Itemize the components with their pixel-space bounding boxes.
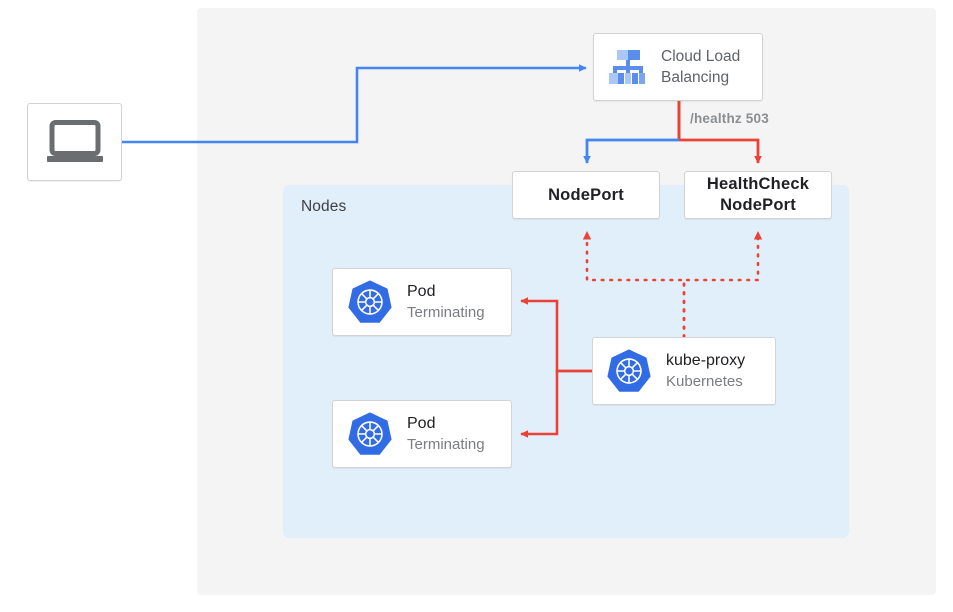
kubernetes-icon <box>347 411 393 457</box>
pod-status: Terminating <box>407 435 485 453</box>
nodeport-label: NodePort <box>548 185 624 204</box>
client-node <box>27 103 122 181</box>
pod-title: Pod <box>407 414 436 432</box>
cloud-load-balancing-node: Cloud Load Balancing <box>593 33 763 101</box>
healthcheck-nodeport-node: HealthCheck NodePort <box>684 171 832 219</box>
healthz-edge-label: /healthz 503 <box>690 111 769 126</box>
healthcheck-nodeport-label: HealthCheck NodePort <box>706 175 810 214</box>
kube-proxy-node: kube-proxy Kubernetes <box>592 337 776 405</box>
nodeport-node: NodePort <box>512 171 660 219</box>
cloud-load-balancing-label: Cloud Load Balancing <box>661 48 741 86</box>
kube-proxy-title: kube-proxy <box>666 351 746 369</box>
laptop-icon <box>45 120 105 164</box>
cloud-load-balancing-icon <box>605 47 649 87</box>
pod-node-2: Pod Terminating <box>332 400 512 468</box>
pod-node-1: Pod Terminating <box>332 268 512 336</box>
pod-status: Terminating <box>407 303 485 321</box>
kubernetes-icon <box>606 348 652 394</box>
kubernetes-icon <box>347 279 393 325</box>
nodes-panel-label: Nodes <box>301 198 347 215</box>
kube-proxy-subtitle: Kubernetes <box>666 372 743 390</box>
pod-title: Pod <box>407 282 436 300</box>
